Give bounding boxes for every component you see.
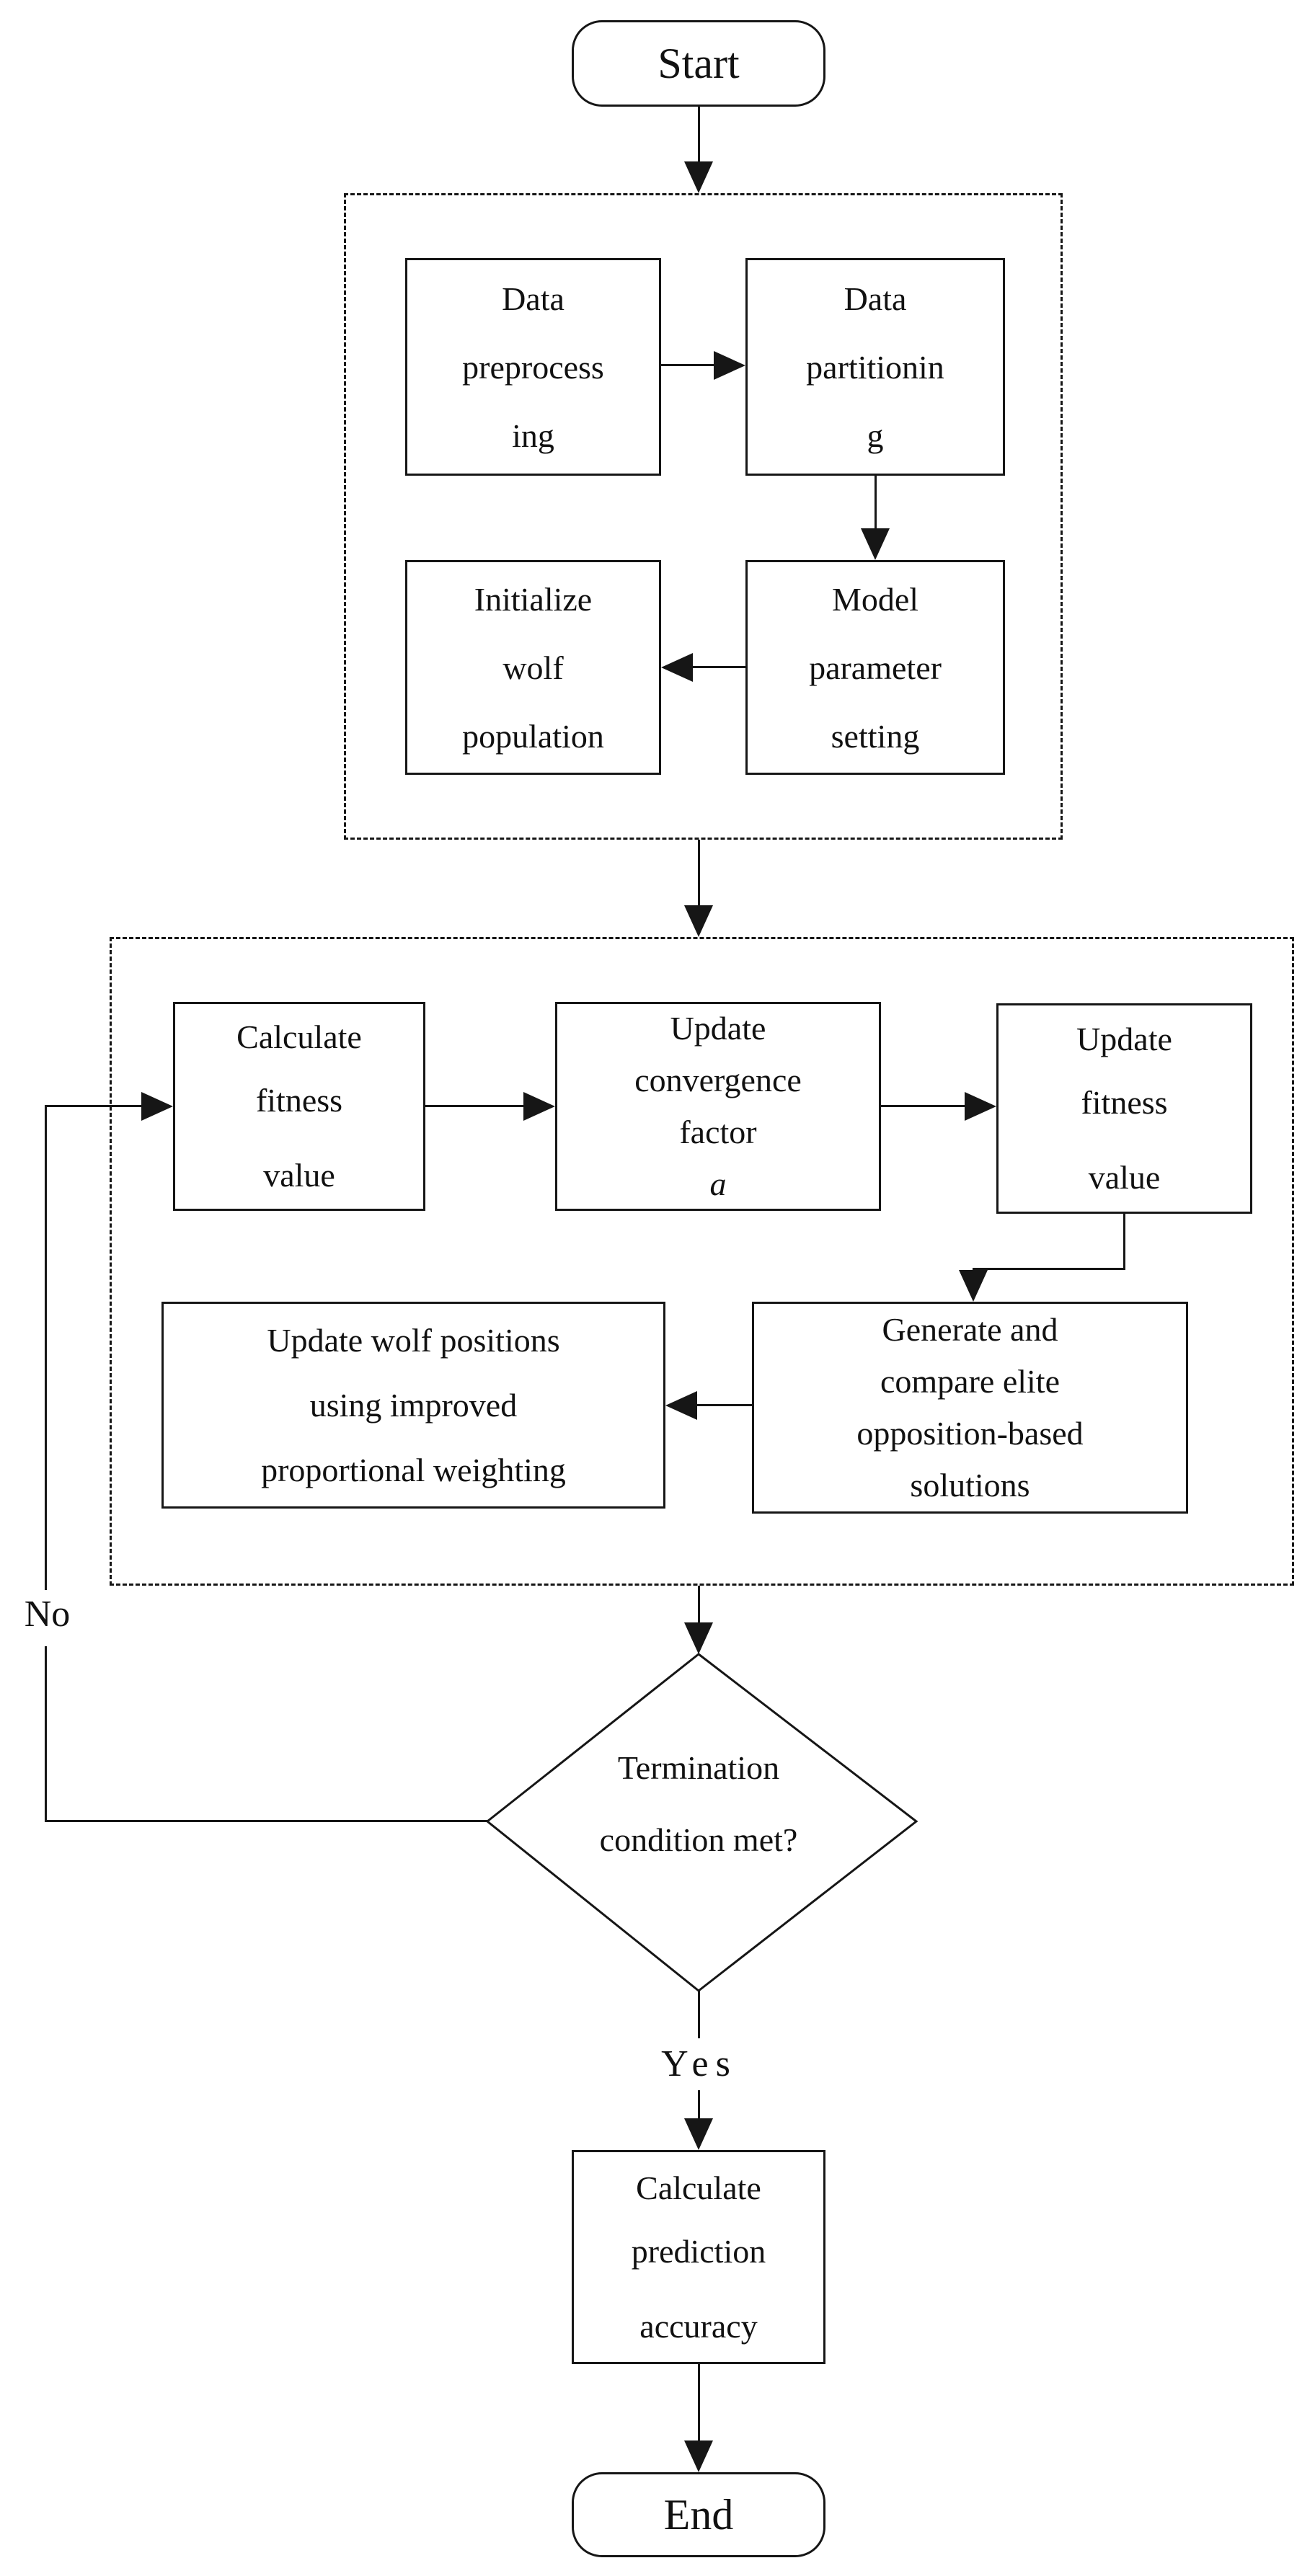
node-model-parameter-setting-line: setting: [831, 717, 920, 755]
connector-decision-to-yes: [698, 1991, 700, 2038]
arrowhead-start-to-stage1: [684, 161, 713, 193]
node-update-convergence-factor-line: convergence: [634, 1062, 802, 1098]
connector-update-fitness-elbow-down: [1123, 1214, 1125, 1270]
node-data-partitioning-line: g: [867, 417, 884, 454]
node-update-fitness-value-line: value: [1088, 1159, 1161, 1196]
arrowhead-convergence-to-update-fitness: [965, 1092, 996, 1121]
node-termination-decision-line: condition met?: [599, 1821, 798, 1858]
node-calculate-prediction-accuracy-line: prediction: [631, 2232, 766, 2270]
arrowhead-accuracy-to-end: [684, 2440, 713, 2472]
arrowhead-stage1-to-stage2: [684, 905, 713, 937]
node-data-preprocessing-line: ing: [512, 417, 554, 454]
arrowhead-partitioning-to-model: [861, 528, 890, 560]
node-update-wolf-positions-line: using improved: [309, 1386, 518, 1424]
node-model-parameter-setting-line: parameter: [809, 649, 942, 686]
connector-update-fitness-elbow-across: [973, 1268, 1125, 1270]
node-termination-decision-line: Termination: [617, 1749, 780, 1786]
node-initialize-wolf-population-line: wolf: [502, 649, 564, 686]
node-initialize-wolf-population-line: Initialize: [474, 580, 593, 618]
node-update-fitness-value-line: fitness: [1081, 1084, 1168, 1121]
node-update-fitness-value: Update fitness value: [996, 1003, 1252, 1214]
node-calculate-fitness-value-line: Calculate: [236, 1018, 362, 1055]
node-data-partitioning-line: Data: [844, 280, 907, 317]
connector-yes-to-accuracy: [698, 2090, 700, 2120]
connector-noloop-to-calculate-fitness: [45, 1105, 143, 1107]
node-data-preprocessing: Data preprocess ing: [405, 258, 661, 476]
node-model-parameter-setting-line: Model: [831, 580, 919, 618]
connector-start-to-stage1: [698, 107, 700, 163]
node-calculate-fitness-value-line: value: [263, 1157, 335, 1194]
arrowhead-generate-to-update-wolf: [665, 1391, 697, 1420]
connector-no-vertical-lower: [45, 1646, 47, 1822]
node-initialize-wolf-population-line: population: [462, 717, 604, 755]
node-data-partitioning: Data partitionin g: [745, 258, 1005, 476]
node-update-convergence-factor-symbol: a: [709, 1165, 727, 1202]
node-start-label: Start: [658, 40, 740, 87]
node-generate-elite-solutions-line: Generate and: [882, 1311, 1058, 1348]
connector-partitioning-to-model: [875, 476, 877, 530]
edge-label-yes: Yes: [642, 2044, 757, 2084]
node-calculate-fitness-value: Calculate fitness value: [173, 1002, 425, 1211]
arrowhead-update-fitness-to-generate: [959, 1270, 988, 1302]
connector-no-horizontal: [45, 1820, 487, 1822]
connector-no-vertical-upper: [45, 1105, 47, 1590]
node-initialize-wolf-population: Initialize wolf population: [405, 560, 661, 775]
node-end-label: End: [663, 2491, 734, 2539]
connector-generate-to-update-wolf: [696, 1404, 752, 1406]
node-data-preprocessing-line: Data: [502, 280, 564, 317]
node-generate-elite-solutions-line: solutions: [910, 1467, 1030, 1504]
node-termination-decision: Termination condition met?: [482, 1728, 915, 1880]
arrowhead-model-to-initialize: [661, 653, 693, 682]
node-data-partitioning-line: partitionin: [806, 348, 944, 386]
connector-model-to-initialize: [691, 666, 745, 668]
node-calculate-prediction-accuracy-line: Calculate: [636, 2169, 761, 2206]
node-generate-elite-solutions-line: compare elite: [880, 1363, 1061, 1400]
node-update-convergence-factor-line: Update: [670, 1010, 766, 1047]
connector-preprocessing-to-partitioning: [661, 364, 715, 366]
arrowhead-yes-to-accuracy: [684, 2118, 713, 2150]
arrowhead-preprocessing-to-partitioning: [714, 351, 745, 380]
node-update-convergence-factor-line: factor: [679, 1114, 757, 1150]
group-iteration-stage: [110, 937, 1294, 1586]
node-end: End: [572, 2472, 825, 2557]
node-calculate-fitness-value-line: fitness: [255, 1082, 343, 1119]
connector-fitness-to-convergence: [425, 1105, 525, 1107]
node-update-fitness-value-line: Update: [1076, 1021, 1172, 1057]
node-generate-elite-solutions: Generate and compare elite opposition-ba…: [752, 1302, 1188, 1514]
arrowhead-noloop-to-calculate-fitness: [141, 1092, 173, 1121]
arrowhead-stage2-to-decision: [684, 1622, 713, 1654]
connector-accuracy-to-end: [698, 2364, 700, 2442]
node-calculate-prediction-accuracy: Calculate prediction accuracy: [572, 2150, 825, 2364]
group-initialization-stage: [344, 193, 1063, 840]
node-update-wolf-positions: Update wolf positions using improved pro…: [161, 1302, 665, 1509]
connector-convergence-to-update-fitness: [881, 1105, 966, 1107]
connector-stage2-to-decision: [698, 1586, 700, 1625]
node-update-wolf-positions-line: proportional weighting: [261, 1451, 566, 1488]
node-data-preprocessing-line: preprocess: [462, 348, 604, 386]
node-generate-elite-solutions-line: opposition-based: [856, 1415, 1084, 1452]
node-update-convergence-factor: Update convergence factor a: [555, 1002, 881, 1211]
arrowhead-fitness-to-convergence: [523, 1092, 555, 1121]
node-calculate-prediction-accuracy-line: accuracy: [639, 2307, 758, 2345]
connector-stage1-to-stage2: [698, 840, 700, 907]
node-update-wolf-positions-line: Update wolf positions: [267, 1321, 560, 1359]
node-model-parameter-setting: Model parameter setting: [745, 560, 1005, 775]
edge-label-no: No: [13, 1594, 81, 1635]
node-start: Start: [572, 20, 825, 107]
